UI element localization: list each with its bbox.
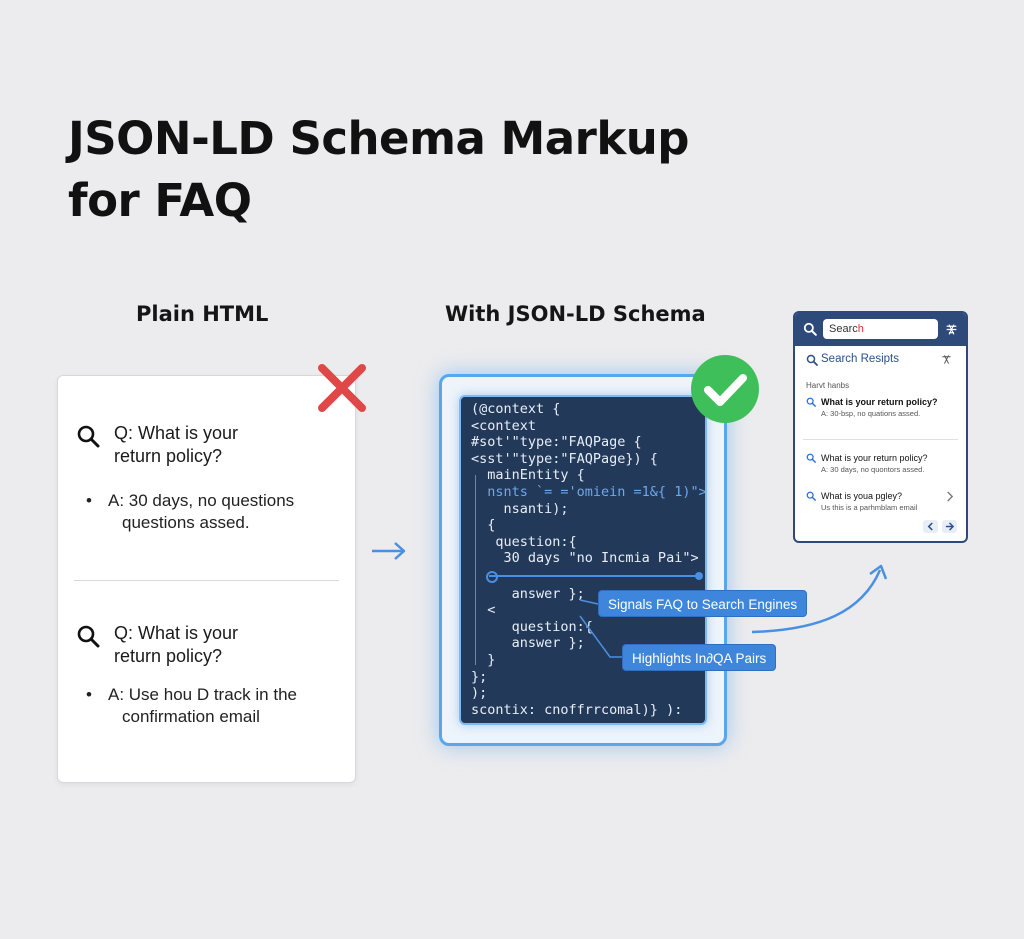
x-mark-icon xyxy=(318,364,366,412)
search-text: Searc xyxy=(829,323,858,335)
search-icon xyxy=(806,354,818,366)
code-line: }; xyxy=(471,668,488,685)
filter-icon[interactable] xyxy=(945,323,958,336)
question-line-2: return policy? xyxy=(114,446,223,466)
code-line: answer }; xyxy=(471,585,585,602)
faq-item-2: Q: What is your return policy? • A: Use … xyxy=(76,622,346,728)
answer-line-2: questions assed. xyxy=(122,513,250,532)
results-section-label: Harvt hanbs xyxy=(806,381,850,390)
result-answer: A: 30-bsp, no quations assed. xyxy=(821,409,921,418)
title-line-2: for FAQ xyxy=(68,174,252,227)
page-title: JSON-LD Schema Markup for FAQ xyxy=(68,108,768,232)
next-page-button[interactable] xyxy=(942,520,957,533)
divider xyxy=(74,580,339,581)
code-line: (@context { xyxy=(471,401,561,417)
question-line-2: return policy? xyxy=(114,646,223,666)
code-line: 30 days "no Incmia Pai"> xyxy=(471,550,699,567)
highlight-dot xyxy=(695,572,703,580)
code-line: nsnts `= ='omiein =1&{ 1)"> xyxy=(471,484,707,500)
search-icon xyxy=(803,322,817,336)
code-line: < xyxy=(471,602,496,619)
chevron-right-icon[interactable] xyxy=(945,491,954,502)
result-answer: A: 30 days, no quontors assed. xyxy=(821,465,925,474)
plain-html-card: Q: What is your return policy? • A: 30 d… xyxy=(57,375,356,783)
search-results-phone: Search Search Resipts Harvt hanbs What i… xyxy=(793,311,968,543)
arrow-right-icon xyxy=(945,522,954,531)
answer-line-2: confirmation email xyxy=(122,707,260,726)
answer-line-1: A: Use hou D track in the xyxy=(108,685,297,704)
code-line: } xyxy=(471,652,496,668)
code-line: ); xyxy=(471,685,488,702)
chevron-left-icon xyxy=(927,522,933,531)
faq-question: Q: What is your return policy? xyxy=(76,422,346,468)
code-line: { xyxy=(471,517,496,534)
search-icon xyxy=(806,397,816,407)
bullet-icon: • xyxy=(86,685,92,704)
bullet-icon: • xyxy=(86,491,92,510)
result-question: What is your return policy? xyxy=(821,453,928,463)
callout-highlights: Highlights In∂QA Pairs xyxy=(622,644,777,671)
json-ld-code-panel: (@context {<context#sot'"type:"FAQPage {… xyxy=(459,395,707,725)
code-line: question:{ xyxy=(471,533,577,550)
result-answer: Us this is a parhmblam email xyxy=(821,503,918,512)
code-line: nsanti); xyxy=(471,500,569,517)
results-title: Search Resipts xyxy=(821,353,899,365)
result-question: What is youa pgley? xyxy=(821,491,903,501)
code-gutter xyxy=(475,475,476,665)
result-question: What is your return policy? xyxy=(821,397,938,407)
code-line: scontix: cnoffrrcomal)} ): xyxy=(471,701,683,718)
code-line: question:{ xyxy=(471,618,593,635)
filter-icon[interactable] xyxy=(941,354,952,365)
faq-question: Q: What is your return policy? xyxy=(76,622,346,668)
code-line: #sot'"type:"FAQPage { xyxy=(471,434,642,451)
code-line: <sst'"type:"FAQPage}) { xyxy=(471,450,658,467)
phone-search-input[interactable]: Search xyxy=(823,319,938,339)
search-icon xyxy=(77,425,100,448)
question-line-1: Q: What is your xyxy=(114,623,239,643)
json-ld-label: With JSON-LD Schema xyxy=(445,302,706,326)
question-line-1: Q: What is your xyxy=(114,423,239,443)
faq-item-1: Q: What is your return policy? • A: 30 d… xyxy=(76,422,346,534)
search-icon xyxy=(806,491,816,501)
answer-line-1: A: 30 days, no questions xyxy=(108,491,295,510)
search-text-cursor: h xyxy=(857,323,864,335)
check-icon xyxy=(691,355,759,423)
faq-answer: • A: Use hou D track in the confirmation… xyxy=(76,684,346,728)
prev-page-button[interactable] xyxy=(923,520,938,533)
code-line: mainEntity { xyxy=(471,467,585,484)
code-line: <context xyxy=(471,417,537,434)
result-divider xyxy=(803,439,958,440)
highlight-rule xyxy=(489,575,699,577)
plain-html-label: Plain HTML xyxy=(136,302,269,326)
search-icon xyxy=(806,453,816,463)
code-line: answer }; xyxy=(471,635,585,652)
title-line-1: JSON-LD Schema Markup xyxy=(68,112,690,165)
faq-answer: • A: 30 days, no questions questions ass… xyxy=(76,490,346,534)
callout-signals: Signals FAQ to Search Engines xyxy=(598,590,808,617)
search-icon xyxy=(77,625,100,648)
